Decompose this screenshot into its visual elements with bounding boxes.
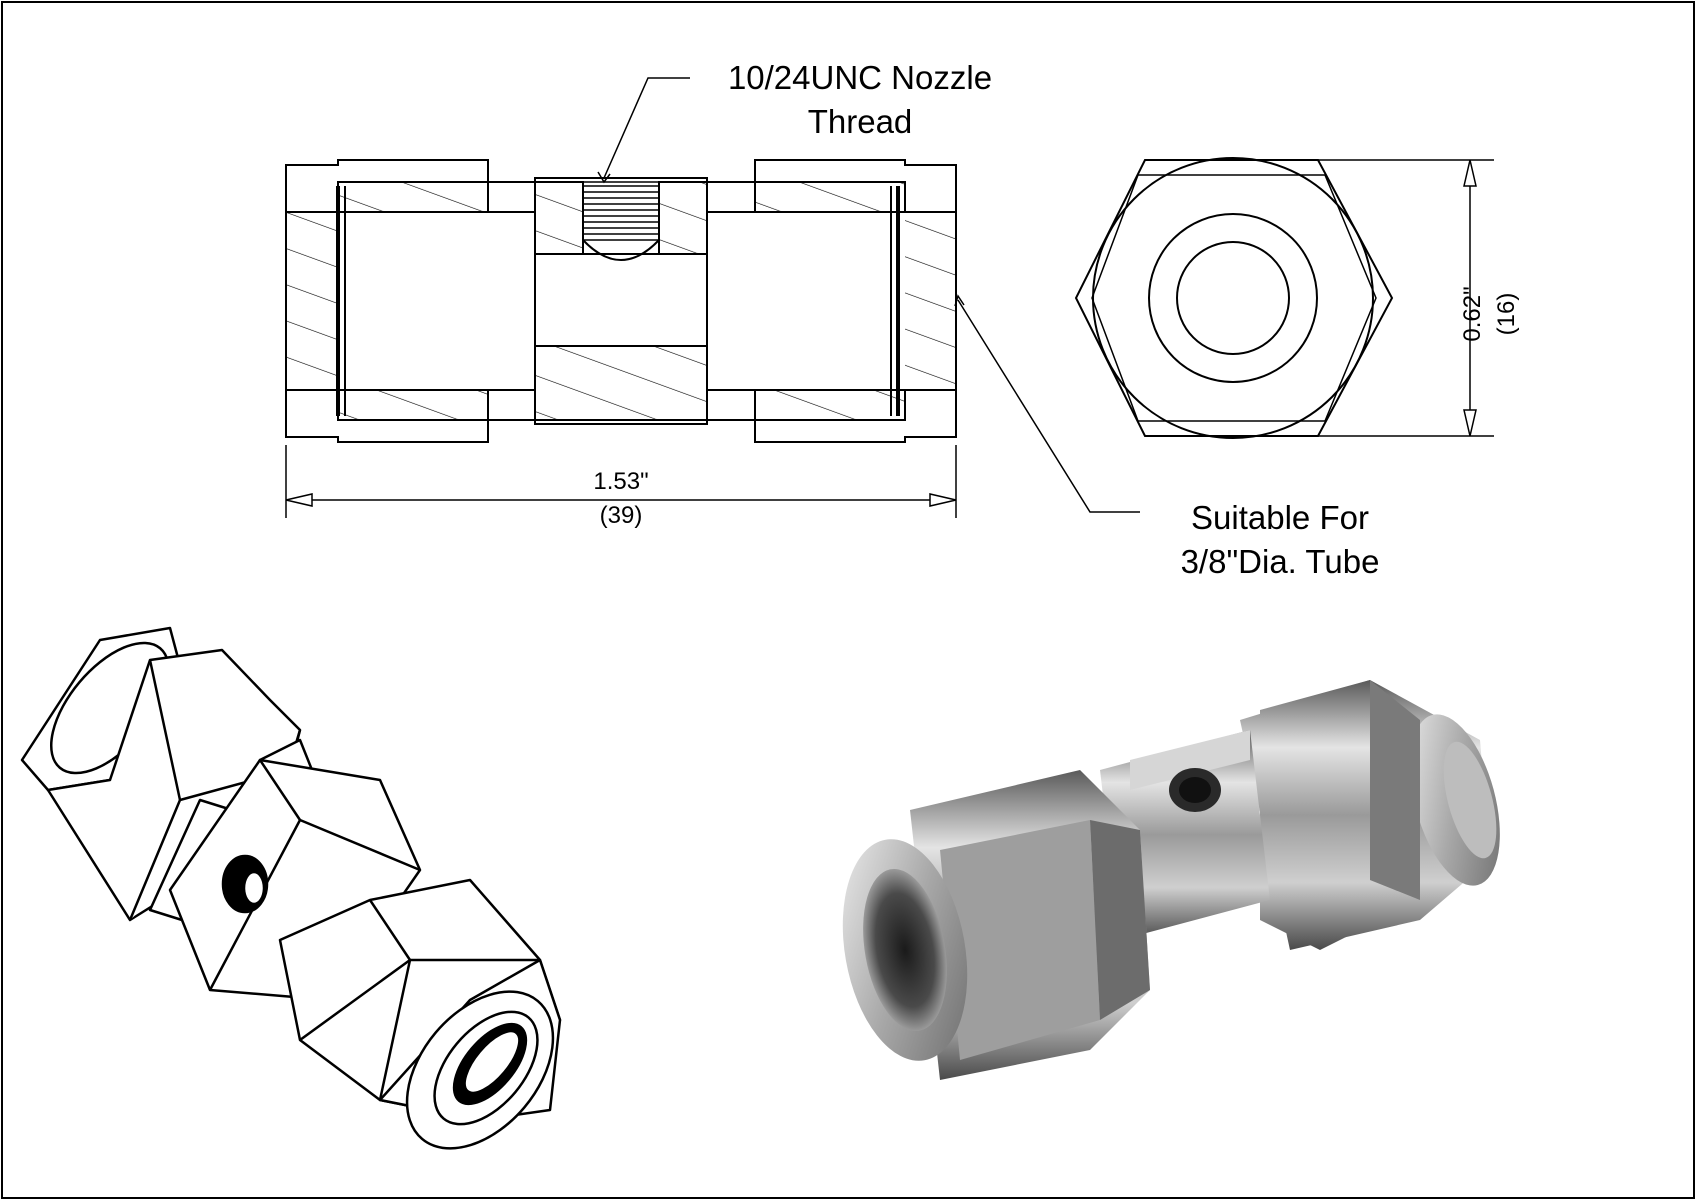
tube-size-leader: [954, 294, 1140, 513]
hex-dimension: [1318, 159, 1494, 437]
hex-mm: (16): [1493, 292, 1520, 336]
length-mm: (39): [599, 502, 643, 529]
tube-size-line1: Suitable For: [1191, 499, 1369, 536]
nozzle-thread-leader: [597, 77, 690, 184]
tube-size-line2: 3/8"Dia. Tube: [1180, 543, 1380, 580]
tube-size-label: Suitable For 3/8"Dia. Tube: [1110, 496, 1450, 584]
hex-dimension-label: 0.62" (16): [1456, 244, 1524, 384]
nozzle-thread-line2: Thread: [807, 103, 913, 140]
fitting-photo: [842, 680, 1500, 1080]
nozzle-thread-line1: 10/24UNC Nozzle: [727, 59, 993, 96]
length-dimension-label: 1.53" (39): [541, 465, 701, 533]
length-inches: 1.53": [593, 468, 649, 495]
nozzle-thread-label: 10/24UNC Nozzle Thread: [650, 56, 1070, 144]
isometric-line-drawing: [20, 626, 562, 1150]
hex-inches: 0.62": [1459, 286, 1486, 342]
end-view: [1074, 157, 1394, 439]
length-dimension: [285, 445, 957, 518]
section-view: [285, 159, 957, 443]
